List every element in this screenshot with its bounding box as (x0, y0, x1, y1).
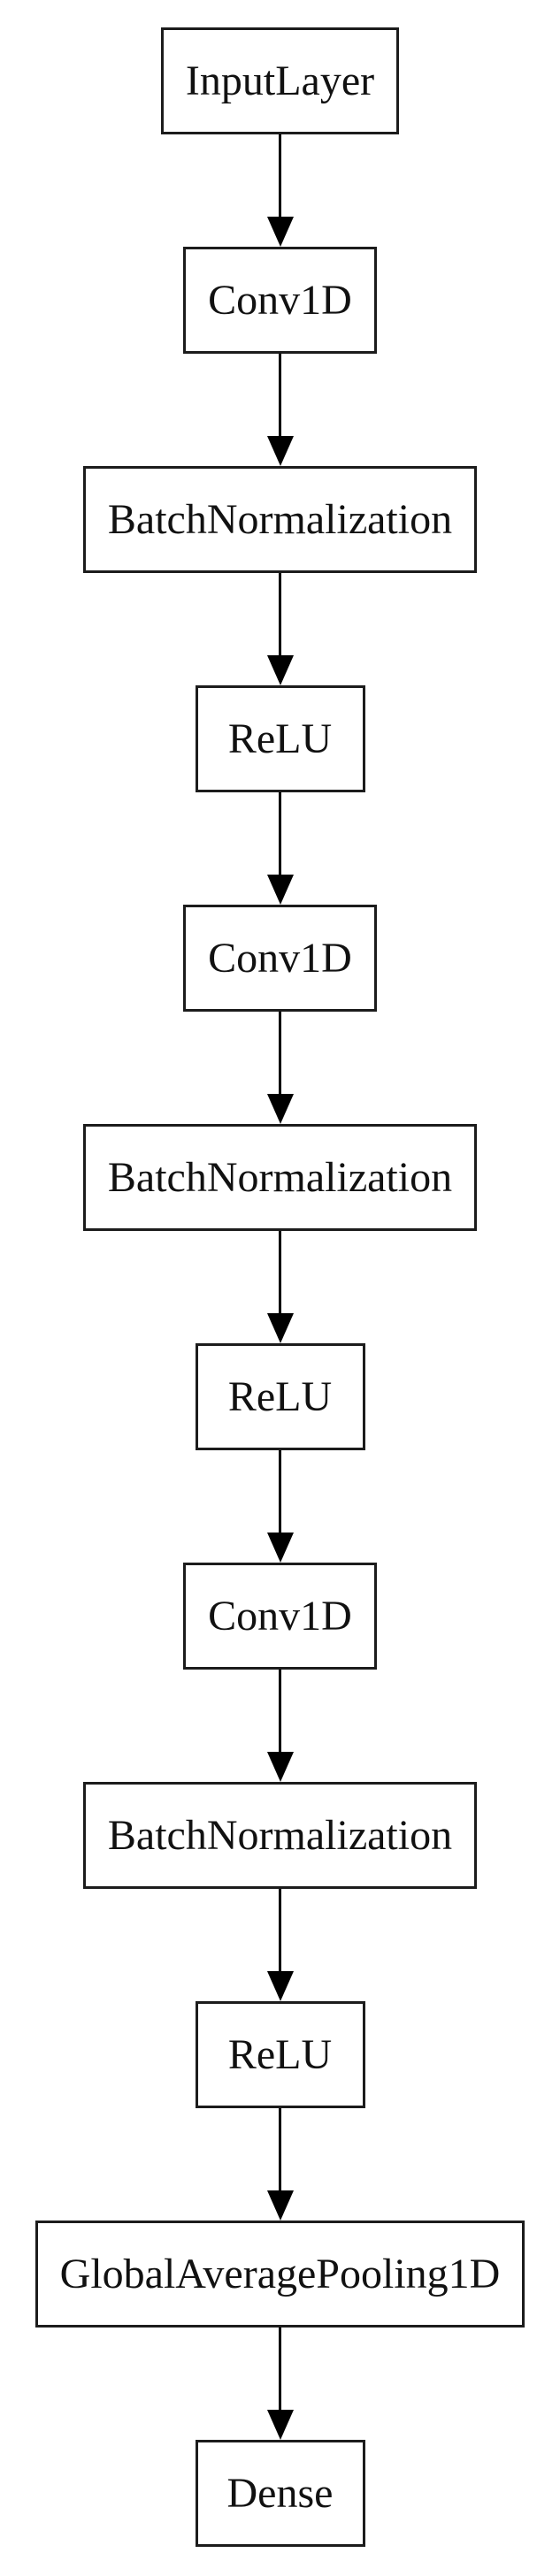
arrowhead-down-icon (266, 1533, 294, 1563)
arrow-line (279, 2108, 281, 2192)
edge-arrow-7 (266, 1450, 294, 1563)
node-global-average-pooling1d: GlobalAveragePooling1D (35, 2221, 525, 2328)
edge-arrow-9 (266, 1889, 294, 2001)
arrow-line (279, 1231, 281, 1315)
arrowhead-down-icon (266, 1094, 294, 1124)
arrow-line (279, 1889, 281, 1973)
arrowhead-down-icon (266, 1971, 294, 2001)
edge-arrow-1 (266, 134, 294, 247)
arrowhead-down-icon (266, 2190, 294, 2221)
arrow-line (279, 573, 281, 657)
edge-arrow-2 (266, 354, 294, 466)
edge-arrow-4 (266, 792, 294, 905)
node-relu-1: ReLU (195, 685, 365, 792)
node-input-layer: InputLayer (160, 27, 400, 134)
edge-arrow-5 (266, 1012, 294, 1124)
arrow-line (279, 134, 281, 218)
node-batch-normalization-1: BatchNormalization (82, 466, 478, 573)
arrow-line (279, 1450, 281, 1534)
arrow-line (279, 2328, 281, 2412)
edge-arrow-3 (266, 573, 294, 685)
node-batch-normalization-3: BatchNormalization (82, 1782, 478, 1889)
arrow-line (279, 1670, 281, 1754)
node-relu-3: ReLU (195, 2001, 365, 2108)
arrow-line (279, 1012, 281, 1096)
arrow-line (279, 792, 281, 876)
node-conv1d-1: Conv1D (183, 247, 377, 354)
node-relu-2: ReLU (195, 1343, 365, 1450)
arrowhead-down-icon (266, 1313, 294, 1343)
arrowhead-down-icon (266, 1752, 294, 1782)
node-batch-normalization-2: BatchNormalization (82, 1124, 478, 1231)
arrowhead-down-icon (266, 436, 294, 466)
arrowhead-down-icon (266, 217, 294, 247)
node-conv1d-3: Conv1D (183, 1563, 377, 1670)
arrow-line (279, 354, 281, 438)
arrowhead-down-icon (266, 2410, 294, 2440)
edge-arrow-8 (266, 1670, 294, 1782)
edge-arrow-11 (266, 2328, 294, 2440)
edge-arrow-6 (266, 1231, 294, 1343)
edge-arrow-10 (266, 2108, 294, 2221)
arrowhead-down-icon (266, 655, 294, 685)
arrowhead-down-icon (266, 875, 294, 905)
node-conv1d-2: Conv1D (183, 905, 377, 1012)
node-dense: Dense (195, 2440, 365, 2547)
